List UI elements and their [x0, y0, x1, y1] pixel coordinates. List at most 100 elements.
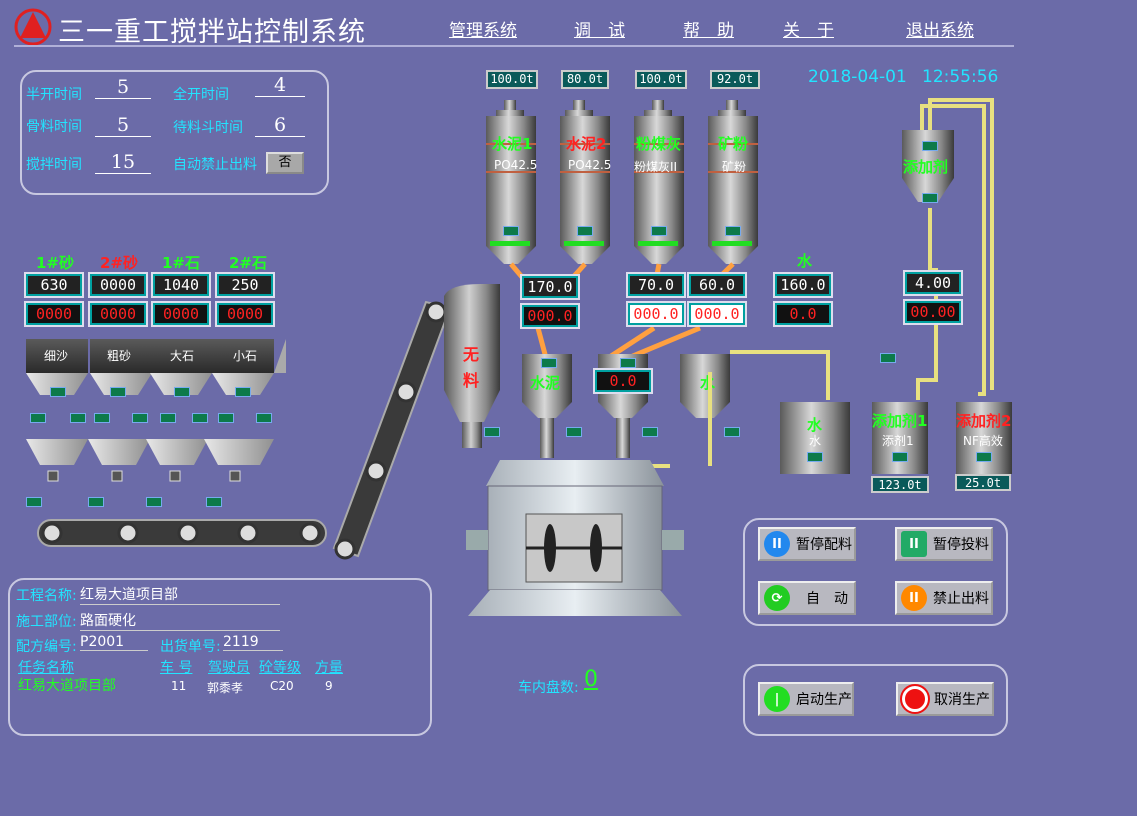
- additive1-capacity: 123.0t: [871, 476, 929, 493]
- production-control-panel: [743, 664, 1008, 736]
- aggregate-time-label: 骨料时间: [26, 119, 82, 135]
- aggregate-waiting-hopper: [444, 284, 500, 448]
- led-indicator: [922, 193, 938, 203]
- led-indicator: [541, 358, 557, 368]
- silo1-name: 水泥1: [492, 135, 533, 153]
- stone2-label: 2#石: [229, 254, 268, 272]
- led-indicator: [70, 413, 86, 423]
- pause-feeding-label: 暂停投料: [933, 537, 989, 553]
- menu-management[interactable]: 管理系统: [449, 21, 517, 41]
- additive-set: 4.00: [903, 270, 963, 296]
- truck-batch-value: 0: [584, 667, 598, 692]
- led-indicator: [30, 413, 46, 423]
- led-indicator: [577, 226, 593, 236]
- pause-feeding-button[interactable]: II 暂停投料: [895, 527, 993, 561]
- cement-hopper-label: 水泥: [530, 374, 561, 392]
- menu-help[interactable]: 帮 助: [683, 21, 734, 41]
- led-indicator: [218, 413, 234, 423]
- additive-water-system: [652, 98, 1012, 474]
- stop-discharge-button[interactable]: II 禁止出料: [895, 581, 993, 615]
- stop-icon: [900, 684, 930, 714]
- no-material-label: 无料: [463, 345, 480, 390]
- aggregate-bins: [26, 339, 286, 482]
- start-production-button[interactable]: | 启动生产: [758, 682, 854, 716]
- auto-stop-toggle[interactable]: 否: [266, 152, 304, 174]
- additive2-capacity: 25.0t: [955, 474, 1011, 491]
- silo4-grade: 矿粉: [722, 160, 747, 174]
- silo3-capacity: 100.0t: [635, 70, 687, 89]
- led-indicator: [192, 413, 208, 423]
- stone1-actual: 0000: [151, 301, 211, 327]
- led-indicator: [807, 452, 823, 462]
- project-value: 红易大道项目部: [80, 584, 280, 605]
- sand1-set: 630: [24, 272, 84, 298]
- aggregate-time-value[interactable]: 5: [95, 114, 151, 137]
- mid-scale-actual: 0.0: [593, 368, 653, 394]
- truck-batch-label: 车内盘数:: [518, 680, 579, 696]
- col-task-name: 任务名称: [18, 660, 74, 676]
- full-open-label: 全开时间: [173, 87, 229, 103]
- water-tank-label: 水: [807, 416, 823, 434]
- led-indicator: [235, 387, 251, 397]
- site-value: 路面硬化: [80, 610, 280, 631]
- additive-title: 添加剂: [903, 158, 949, 176]
- sand1-actual: 0000: [24, 301, 84, 327]
- led-indicator: [88, 497, 104, 507]
- pause-batching-label: 暂停配料: [796, 537, 852, 553]
- cement-actual: 000.0: [520, 303, 580, 329]
- stone2-actual: 0000: [215, 301, 275, 327]
- full-open-value[interactable]: 4: [255, 74, 305, 97]
- sand1-label: 1#砂: [36, 254, 75, 272]
- mix-time-value[interactable]: 15: [95, 151, 151, 174]
- silo4-capacity: 92.0t: [710, 70, 760, 89]
- auto-mode-button[interactable]: ⟳ 自 动: [758, 581, 856, 615]
- water-title: 水: [797, 252, 813, 270]
- project-label: 工程名称:: [16, 588, 77, 604]
- led-indicator: [484, 427, 500, 437]
- row-task-name: 红易大道项目部: [18, 678, 116, 694]
- water-actual: 0.0: [773, 301, 833, 327]
- water-tank-sub: 水: [809, 434, 822, 448]
- cancel-production-button[interactable]: 取消生产: [896, 682, 994, 716]
- sand2-actual: 0000: [88, 301, 148, 327]
- pause-icon: II: [901, 585, 927, 611]
- menu-about[interactable]: 关 于: [783, 21, 834, 41]
- app-title: 三一重工搅拌站控制系统: [58, 17, 366, 48]
- batch-control-panel: [743, 518, 1008, 626]
- wait-time-value[interactable]: 6: [255, 114, 305, 137]
- flyash-set: 70.0: [626, 272, 686, 298]
- cancel-production-label: 取消生产: [934, 692, 990, 708]
- stop-discharge-label: 禁止出料: [933, 591, 989, 607]
- row-volume: 9: [325, 679, 333, 693]
- mixer-icon: [466, 460, 684, 616]
- led-indicator: [566, 427, 582, 437]
- order-label: 出货单号:: [160, 639, 221, 655]
- row-driver: 郭黍孝: [207, 681, 244, 695]
- led-indicator: [146, 497, 162, 507]
- led-indicator: [620, 358, 636, 368]
- led-indicator: [132, 413, 148, 423]
- additive-actual: 00.00: [903, 299, 963, 325]
- power-icon: |: [764, 686, 790, 712]
- col-volume: 方量: [315, 660, 343, 676]
- auto-stop-label: 自动禁止出料: [173, 157, 257, 173]
- recipe-label: 配方编号:: [16, 639, 77, 655]
- led-indicator: [26, 497, 42, 507]
- silo3-grade: 粉煤灰II: [634, 160, 678, 174]
- led-indicator: [976, 452, 992, 462]
- led-indicator: [94, 413, 110, 423]
- col-driver: 驾驶员: [208, 660, 250, 676]
- slag-actual: 000.0: [687, 301, 747, 327]
- water-set: 160.0: [773, 272, 833, 298]
- menu-debug[interactable]: 调 试: [574, 21, 625, 41]
- pause-batching-button[interactable]: II 暂停配料: [758, 527, 856, 561]
- additive1-label: 添加剂1: [872, 412, 928, 430]
- half-open-label: 半开时间: [26, 87, 82, 103]
- header-divider: [14, 45, 1014, 47]
- slag-set: 60.0: [687, 272, 747, 298]
- pause-icon: II: [764, 531, 790, 557]
- menu-exit[interactable]: 退出系统: [906, 21, 974, 41]
- time-display: 12:55:56: [922, 67, 999, 87]
- half-open-value[interactable]: 5: [95, 76, 151, 99]
- recipe-value: P2001: [80, 634, 148, 651]
